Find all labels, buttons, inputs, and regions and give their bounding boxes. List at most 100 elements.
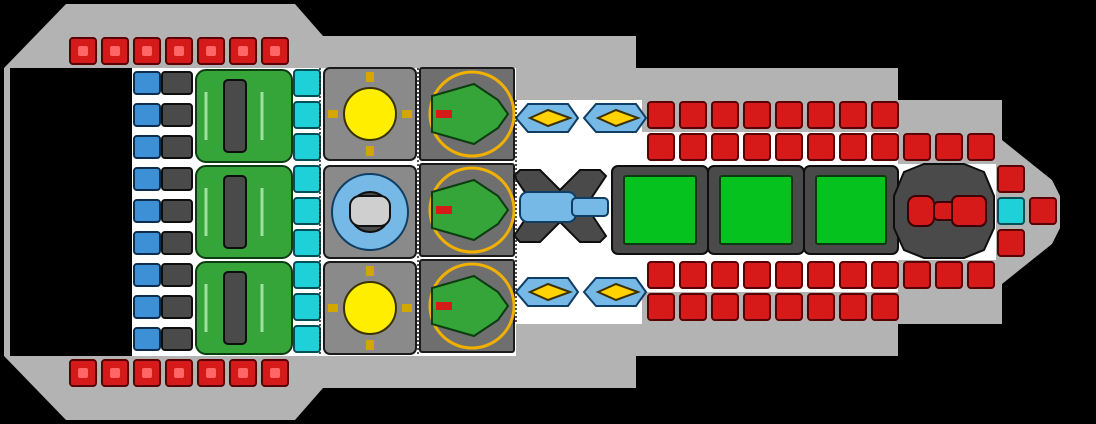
armor-block-icon[interactable] xyxy=(775,133,803,161)
armor-block-icon[interactable] xyxy=(69,37,97,65)
armor-block-icon[interactable] xyxy=(165,359,193,387)
thruster-icon[interactable] xyxy=(133,103,193,127)
armor-block-icon[interactable] xyxy=(775,261,803,289)
armor-block-icon[interactable] xyxy=(807,101,835,129)
coupler-block-icon[interactable] xyxy=(293,325,321,353)
thruster-icon[interactable] xyxy=(133,231,193,255)
coupler-block-icon[interactable] xyxy=(997,197,1025,225)
cargo-bay-icon[interactable] xyxy=(611,165,709,255)
cargo-bay-icon[interactable] xyxy=(803,165,899,255)
armor-block-icon[interactable] xyxy=(935,261,963,289)
armor-block-icon[interactable] xyxy=(997,165,1025,193)
nose-blocks xyxy=(997,165,1057,257)
cannon-mount[interactable] xyxy=(512,169,609,243)
armor-block-icon[interactable] xyxy=(197,359,225,387)
thruster-icon[interactable] xyxy=(133,327,193,351)
armor-block-icon[interactable] xyxy=(871,293,899,321)
armor-block-icon[interactable] xyxy=(871,101,899,129)
bottom-armor-row xyxy=(69,359,289,387)
armor-block-icon[interactable] xyxy=(165,37,193,65)
armor-block-icon[interactable] xyxy=(775,293,803,321)
armor-block-icon[interactable] xyxy=(197,37,225,65)
missile-icon[interactable] xyxy=(582,277,648,307)
armor-block-icon[interactable] xyxy=(647,101,675,129)
thruster-icon[interactable] xyxy=(133,167,193,191)
reactor-top[interactable] xyxy=(323,67,417,161)
armor-block-icon[interactable] xyxy=(261,359,289,387)
armor-block-icon[interactable] xyxy=(229,37,257,65)
cargo-bay-icon[interactable] xyxy=(707,165,805,255)
missile-icon[interactable] xyxy=(514,103,580,133)
armor-block-icon[interactable] xyxy=(967,133,995,161)
coupler-block-icon[interactable] xyxy=(293,197,321,225)
armor-block-icon[interactable] xyxy=(743,133,771,161)
turret-top[interactable] xyxy=(419,67,516,161)
armor-block-icon[interactable] xyxy=(101,359,129,387)
armor-block-icon[interactable] xyxy=(871,261,899,289)
thruster-column xyxy=(133,71,193,351)
grid-separators xyxy=(319,68,517,356)
armor-block-icon[interactable] xyxy=(839,101,867,129)
turret-middle[interactable] xyxy=(419,163,516,257)
armor-block-icon[interactable] xyxy=(69,359,97,387)
armor-block-icon[interactable] xyxy=(839,293,867,321)
reactor-bottom[interactable] xyxy=(323,261,417,355)
coupler-column xyxy=(293,69,321,353)
missile-icon[interactable] xyxy=(514,277,580,307)
armor-block-icon[interactable] xyxy=(101,37,129,65)
armor-block-icon[interactable] xyxy=(935,133,963,161)
armor-block-icon[interactable] xyxy=(679,101,707,129)
armor-block-icon[interactable] xyxy=(967,261,995,289)
nose-cannon[interactable] xyxy=(893,163,995,259)
armor-block-icon[interactable] xyxy=(903,133,931,161)
armor-block-icon[interactable] xyxy=(743,101,771,129)
coupler-block-icon[interactable] xyxy=(293,229,321,257)
thruster-icon[interactable] xyxy=(133,263,193,287)
armor-block-icon[interactable] xyxy=(807,261,835,289)
armor-block-icon[interactable] xyxy=(647,261,675,289)
armor-block-icon[interactable] xyxy=(647,133,675,161)
armor-block-icon[interactable] xyxy=(871,133,899,161)
fuel-tank-icon[interactable] xyxy=(195,165,293,259)
armor-block-icon[interactable] xyxy=(743,293,771,321)
armor-block-icon[interactable] xyxy=(679,293,707,321)
armor-block-icon[interactable] xyxy=(807,133,835,161)
coupler-block-icon[interactable] xyxy=(293,261,321,289)
fuel-tank-icon[interactable] xyxy=(195,69,293,163)
missile-rack-top xyxy=(514,103,648,133)
fuel-tank-icon[interactable] xyxy=(195,261,293,355)
armor-block-icon[interactable] xyxy=(711,133,739,161)
armor-block-icon[interactable] xyxy=(133,37,161,65)
coupler-block-icon[interactable] xyxy=(293,101,321,129)
armor-block-icon[interactable] xyxy=(261,37,289,65)
armor-block-icon[interactable] xyxy=(903,261,931,289)
armor-block-icon[interactable] xyxy=(711,293,739,321)
thruster-icon[interactable] xyxy=(133,295,193,319)
armor-block-icon[interactable] xyxy=(839,261,867,289)
armor-block-icon[interactable] xyxy=(743,261,771,289)
armor-block-icon[interactable] xyxy=(133,359,161,387)
coupler-block-icon[interactable] xyxy=(293,69,321,97)
armor-block-icon[interactable] xyxy=(711,261,739,289)
coupler-block-icon[interactable] xyxy=(293,293,321,321)
turret-bottom[interactable] xyxy=(419,259,516,353)
thruster-icon[interactable] xyxy=(133,135,193,159)
armor-block-icon[interactable] xyxy=(711,101,739,129)
armor-block-icon[interactable] xyxy=(679,261,707,289)
armor-block-icon[interactable] xyxy=(807,293,835,321)
shield-generator[interactable] xyxy=(323,165,417,259)
missile-icon[interactable] xyxy=(582,103,648,133)
thruster-icon[interactable] xyxy=(133,71,193,95)
armor-block-icon[interactable] xyxy=(1029,197,1057,225)
armor-block-icon[interactable] xyxy=(679,133,707,161)
armor-block-icon[interactable] xyxy=(997,229,1025,257)
armor-block-icon[interactable] xyxy=(229,359,257,387)
coupler-block-icon[interactable] xyxy=(293,133,321,161)
armor-block-icon[interactable] xyxy=(839,133,867,161)
thruster-icon[interactable] xyxy=(133,199,193,223)
coupler-block-icon[interactable] xyxy=(293,165,321,193)
armor-block-icon[interactable] xyxy=(775,101,803,129)
cargo-bays xyxy=(611,165,899,255)
armor-block-icon[interactable] xyxy=(647,293,675,321)
